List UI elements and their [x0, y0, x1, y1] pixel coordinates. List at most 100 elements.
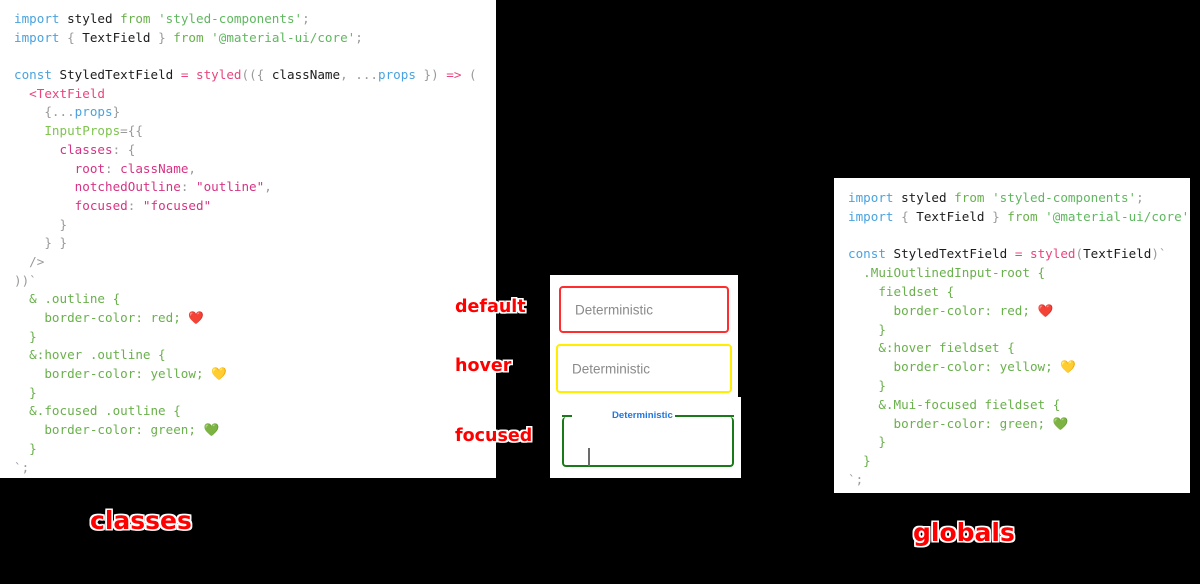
- caption-globals: globals: [913, 518, 1015, 547]
- code-token: 💛: [1060, 359, 1076, 375]
- code-token: =: [1007, 246, 1030, 262]
- code-token: border-color: red;: [14, 310, 189, 325]
- code-panel-globals: import styled from 'styled-components';i…: [834, 178, 1190, 493]
- code-token: :: [180, 179, 196, 195]
- code-token: {...: [14, 104, 75, 120]
- code-token: 💛: [211, 366, 227, 382]
- code-token: ;: [302, 11, 310, 26]
- code-line: classes: {: [14, 141, 496, 160]
- code-token: fieldset {: [848, 283, 955, 299]
- code-token: }: [992, 208, 1000, 224]
- code-token: }: [112, 104, 121, 120]
- code-token: StyledTextField: [893, 246, 1008, 262]
- code-token: props: [378, 67, 416, 83]
- code-token: const: [848, 246, 894, 262]
- code-token: border-color: red;: [848, 302, 1038, 318]
- code-token: }: [848, 434, 886, 450]
- code-token: ,: [264, 179, 272, 195]
- textfield-default[interactable]: Deterministic: [559, 286, 729, 333]
- demo-panel-default-hover: Deterministic Deterministic: [550, 275, 738, 397]
- code-line: root: className,: [14, 160, 496, 179]
- code-token: =>: [446, 67, 470, 83]
- code-token: `;: [848, 471, 864, 487]
- code-token: className: [120, 160, 189, 176]
- code-token: notchedOutline: [14, 179, 181, 195]
- code-token: TextField: [74, 29, 159, 45]
- code-token: focused: [14, 197, 128, 213]
- code-line: InputProps={{: [14, 122, 496, 141]
- textfield-hover-text: Deterministic: [572, 361, 651, 376]
- code-line: }: [14, 440, 496, 459]
- code-token: {: [67, 29, 75, 45]
- code-token: import: [848, 190, 902, 205]
- code-token: from: [999, 208, 1046, 224]
- code-token: props: [74, 104, 113, 120]
- code-token: styled: [1029, 246, 1076, 262]
- code-line: import { TextField } from '@material-ui/…: [14, 29, 496, 48]
- code-line: border-color: red; ❤️: [848, 302, 1190, 321]
- textfield-focused-label: Deterministic: [610, 410, 675, 421]
- code-token: border-color: green;: [848, 415, 1053, 431]
- code-line: [848, 227, 1190, 246]
- code-token: {: [256, 67, 265, 83]
- code-line: border-color: green; 💚: [848, 415, 1190, 434]
- code-token: (: [469, 67, 477, 83]
- code-token: &:hover fieldset {: [848, 340, 1015, 356]
- annotation-default: default: [455, 297, 526, 317]
- caption-classes: classes: [90, 506, 192, 535]
- code-token: ❤️: [1037, 302, 1054, 318]
- code-token: }: [14, 440, 37, 456]
- code-line: }: [14, 328, 496, 347]
- code-line: [14, 47, 496, 66]
- code-token: ...: [355, 67, 378, 83]
- code-line: const StyledTextField = styled(({ classN…: [14, 66, 496, 85]
- code-token: "focused": [142, 197, 212, 213]
- code-token: <TextField: [14, 85, 105, 101]
- code-line: &:hover .outline {: [14, 346, 496, 365]
- code-token: }: [14, 216, 68, 232]
- code-token: from: [946, 190, 993, 205]
- code-token: ={{: [120, 123, 143, 139]
- code-token: ,: [340, 67, 356, 83]
- code-token: }: [14, 384, 37, 400]
- code-line: import { TextField } from '@material-ui/…: [848, 208, 1190, 227]
- code-token: import: [848, 208, 902, 224]
- code-line: }: [14, 384, 496, 403]
- code-token: root: [14, 160, 105, 176]
- code-token: TextField: [1083, 246, 1152, 262]
- code-line: &:hover fieldset {: [848, 339, 1190, 358]
- code-line: import styled from 'styled-components';: [14, 10, 496, 29]
- code-token: &:hover .outline {: [14, 347, 166, 363]
- code-line: notchedOutline: "outline",: [14, 178, 496, 197]
- code-line: focused: "focused": [14, 197, 496, 216]
- code-line: {...props}: [14, 103, 496, 122]
- code-token: className: [264, 67, 341, 83]
- code-token: `;: [14, 459, 30, 475]
- code-token: ;: [1189, 209, 1190, 224]
- code-token: classes: [14, 141, 113, 157]
- demo-panel-focused: Deterministic: [550, 397, 741, 478]
- code-line: fieldset {: [848, 283, 1190, 302]
- code-token: & .outline {: [14, 291, 121, 307]
- textfield-focused[interactable]: [562, 415, 734, 467]
- annotation-focused: focused: [455, 426, 533, 446]
- code-token: &.Mui-focused fieldset {: [848, 396, 1061, 412]
- code-line: &.focused .outline {: [14, 402, 496, 421]
- textfield-hover[interactable]: Deterministic: [556, 344, 732, 393]
- code-token: }: [415, 67, 432, 83]
- code-line: }: [848, 433, 1190, 452]
- code-token: 💚: [1052, 415, 1069, 431]
- code-token: ❤️: [188, 310, 205, 325]
- code-line: border-color: yellow; 💛: [14, 365, 496, 384]
- text-caret: [588, 448, 590, 466]
- code-line: <TextField: [14, 85, 496, 104]
- code-line: }: [14, 216, 496, 235]
- textfield-default-text: Deterministic: [575, 302, 654, 317]
- code-token: const: [14, 67, 60, 83]
- code-token: {: [901, 208, 909, 224]
- code-token: import: [14, 29, 68, 45]
- code-token: )`: [1151, 246, 1167, 262]
- code-line: ))`: [14, 272, 496, 291]
- code-token: }: [158, 29, 166, 45]
- code-token: .MuiOutlinedInput-root {: [848, 265, 1046, 281]
